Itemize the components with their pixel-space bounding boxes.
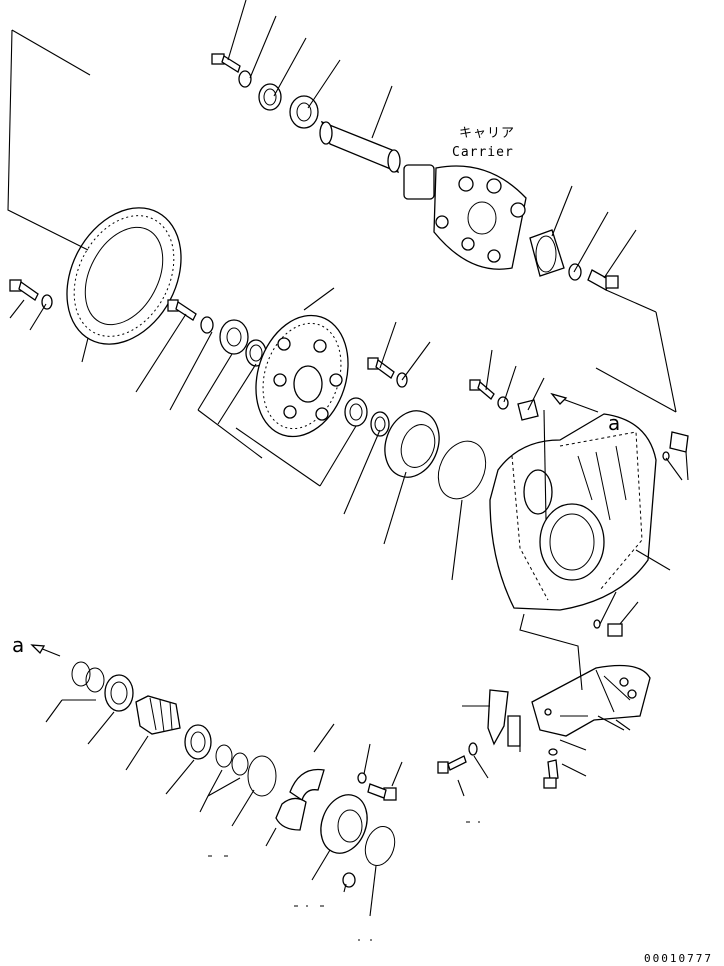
carrier-bearing	[529, 229, 565, 277]
carrier-washer	[568, 263, 582, 281]
flange-bearing	[219, 319, 249, 355]
bracket-bolt-left	[437, 755, 467, 774]
pinion-snap-ring-outer	[71, 661, 91, 687]
reference-a-top: a	[608, 411, 620, 435]
breather-washer	[662, 451, 670, 461]
differential-housing	[489, 413, 657, 611]
top-bolt	[211, 53, 241, 73]
bearing-cage	[384, 410, 440, 478]
drain-plug	[607, 623, 623, 637]
pinion-bearing-inner	[184, 724, 212, 760]
cage-o-ring	[364, 825, 396, 867]
position-marks	[208, 821, 480, 941]
cage-o-ring	[437, 440, 487, 500]
pinion-spacer-a	[215, 744, 233, 768]
pinion-bearing-outer	[104, 674, 134, 712]
bracket-washer-left	[468, 742, 478, 756]
mounting-block	[507, 715, 521, 747]
carrier-label-english: Carrier	[452, 145, 514, 160]
top-washer	[238, 70, 252, 88]
cage-washer	[357, 772, 367, 784]
pinion-shim-upper	[289, 768, 325, 802]
pinion-o-ring	[247, 755, 277, 797]
bracket-bolt-right	[543, 759, 559, 789]
reference-a-left: a	[12, 633, 24, 657]
side-bearing	[344, 397, 368, 427]
carrier-assembly	[403, 164, 527, 270]
housing-bolt	[367, 357, 395, 379]
bracket-washer-right	[548, 748, 558, 756]
ring-gear-bolt	[9, 279, 39, 301]
top-seal-ring	[258, 83, 282, 111]
cage-grease-fitting	[342, 872, 356, 888]
support-bracket	[531, 664, 651, 737]
cage-bolt	[367, 783, 397, 801]
housing-breather	[669, 431, 689, 453]
pinion-spacer-b	[231, 752, 249, 776]
drawing-number: 00010777	[644, 952, 713, 965]
pinion-cage	[320, 794, 368, 854]
housing-top-washer	[497, 396, 509, 410]
mounting-plate	[487, 689, 509, 746]
drive-shaft	[319, 120, 401, 174]
ring-gear	[66, 207, 182, 345]
pinion-snap-ring-inner	[85, 667, 105, 693]
carrier-label-japanese: キャリア	[459, 126, 515, 141]
leader-lines	[7, 0, 689, 917]
flange-washer	[200, 316, 214, 334]
top-bearing	[289, 95, 319, 129]
side-spacer	[370, 411, 390, 437]
carrier-bolt	[587, 269, 619, 291]
flange-bolt	[167, 299, 197, 321]
ring-gear-washer	[41, 294, 53, 310]
pinion-shim-lower	[275, 797, 307, 831]
bevel-pinion	[135, 695, 181, 735]
bevel-flange-gear	[255, 314, 349, 438]
drain-washer	[593, 619, 601, 629]
housing-top-bolt	[469, 379, 495, 400]
